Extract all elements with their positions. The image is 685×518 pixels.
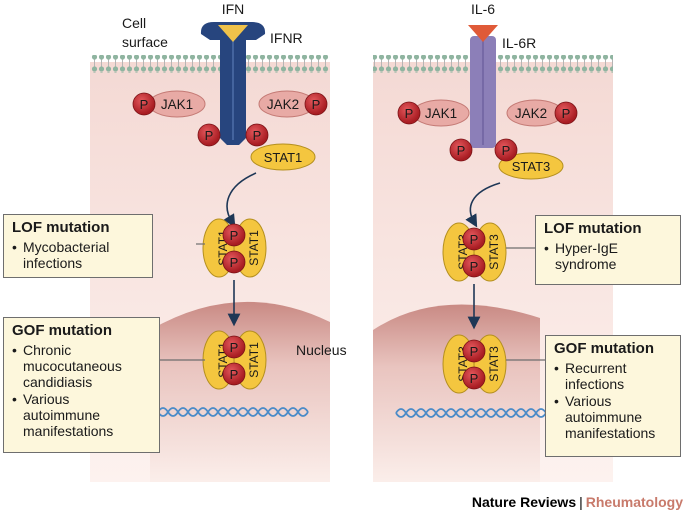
stat3-nuc-label-b: STAT3: [487, 346, 501, 382]
phospho-stat1-nuc-top: P: [222, 335, 246, 359]
right-gof-item: Recurrent infections: [554, 360, 672, 392]
phospho-stat1-nuc-top-label: P: [230, 340, 239, 355]
phospho-receptor-right-a-label: P: [457, 143, 466, 158]
phospho-receptor-right-b-label: P: [502, 143, 511, 158]
phospho-stat1-cyto-top-label: P: [230, 228, 239, 243]
jak1-right-label: JAK1: [425, 106, 457, 121]
left-gof-title: GOF mutation: [12, 322, 112, 339]
left-gof-item: Various autoimmune manifestations: [12, 391, 151, 439]
phospho-jak1-left: P: [132, 92, 156, 116]
left-lof-box: LOF mutation Mycobacterial infections: [3, 214, 153, 278]
right-lof-box: LOF mutation Hyper-IgE syndrome: [535, 215, 681, 285]
footer-separator: |: [579, 494, 583, 510]
right-gof-box: GOF mutation Recurrent infections Variou…: [545, 335, 681, 457]
phospho-receptor-left-b-label: P: [253, 128, 262, 143]
stat3-free-label: STAT3: [512, 159, 551, 174]
jak1-left-label: JAK1: [161, 97, 193, 112]
right-nucleus: [373, 304, 540, 482]
ifnr-label: IFNR: [270, 30, 303, 46]
stat3-cyto-label-b: STAT3: [487, 234, 501, 270]
jak2-left-label: JAK2: [267, 97, 299, 112]
journal-section: Rheumatology: [585, 494, 683, 510]
nucleus-label: Nucleus: [296, 342, 347, 358]
left-nucleus: [150, 301, 330, 482]
left-lof-item: Mycobacterial infections: [12, 239, 144, 271]
left-gof-item: Chronic mucocutaneous candidiasis: [12, 342, 151, 390]
left-arrow-to-dimer: [223, 172, 257, 228]
ifn-ligand: [218, 25, 248, 42]
right-lof-title: LOF mutation: [544, 220, 642, 237]
phospho-jak1-right: P: [397, 101, 421, 125]
phospho-stat3-nuc-bottom-label: P: [470, 371, 479, 386]
phospho-stat1-cyto-top: P: [222, 223, 246, 247]
il6r-label: IL-6R: [502, 35, 536, 51]
phospho-stat3-cyto-top-label: P: [470, 232, 479, 247]
stat3-free: [498, 152, 564, 180]
right-gof-item: Various autoimmune manifestations: [554, 393, 672, 441]
phospho-receptor-right-a: P: [449, 138, 473, 162]
phospho-stat1-cyto-bottom-label: P: [230, 255, 239, 270]
phospho-receptor-right-b: P: [494, 138, 518, 162]
phospho-stat3-cyto-bottom: P: [462, 254, 486, 278]
left-lof-title: LOF mutation: [12, 219, 110, 236]
left-membrane: [90, 55, 330, 73]
journal-footer: Nature Reviews|Rheumatology: [0, 494, 685, 510]
phospho-stat3-cyto-top: P: [462, 227, 486, 251]
phospho-receptor-left-a: P: [197, 123, 221, 147]
right-gof-title: GOF mutation: [554, 340, 654, 357]
il6-ligand-label: IL-6: [471, 1, 495, 17]
phospho-receptor-left-b: P: [245, 123, 269, 147]
stat1-cyto-label-b: STAT1: [247, 230, 261, 266]
stat1-nuc-label-b: STAT1: [247, 342, 261, 378]
journal-name: Nature Reviews: [471, 494, 577, 510]
phospho-stat3-nuc-top-label: P: [470, 344, 479, 359]
dna-right: [395, 408, 547, 418]
phospho-jak2-right: P: [554, 101, 578, 125]
phospho-jak2-right-label: P: [562, 106, 571, 121]
right-lof-item: Hyper-IgE syndrome: [544, 240, 672, 272]
phospho-stat3-cyto-bottom-label: P: [470, 259, 479, 274]
phospho-jak1-left-label: P: [140, 97, 149, 112]
stat1-free: [250, 143, 316, 171]
ifn-ligand-label: IFN: [222, 1, 245, 17]
phospho-stat3-nuc-bottom: P: [462, 366, 486, 390]
phospho-jak2-left: P: [304, 92, 328, 116]
il6-ligand: [468, 25, 498, 42]
phospho-stat1-nuc-bottom: P: [222, 362, 246, 386]
right-arrow-to-dimer: [465, 182, 501, 228]
phospho-jak2-left-label: P: [312, 97, 321, 112]
left-gof-box: GOF mutation Chronic mucocutaneous candi…: [3, 317, 160, 453]
phospho-stat3-nuc-top: P: [462, 339, 486, 363]
jak2-right-label: JAK2: [515, 106, 547, 121]
phospho-stat1-cyto-bottom: P: [222, 250, 246, 274]
dna-left: [157, 407, 309, 417]
phospho-jak1-right-label: P: [405, 106, 414, 121]
phospho-stat1-nuc-bottom-label: P: [230, 367, 239, 382]
phospho-receptor-left-a-label: P: [205, 128, 214, 143]
stat1-free-label: STAT1: [264, 150, 303, 165]
